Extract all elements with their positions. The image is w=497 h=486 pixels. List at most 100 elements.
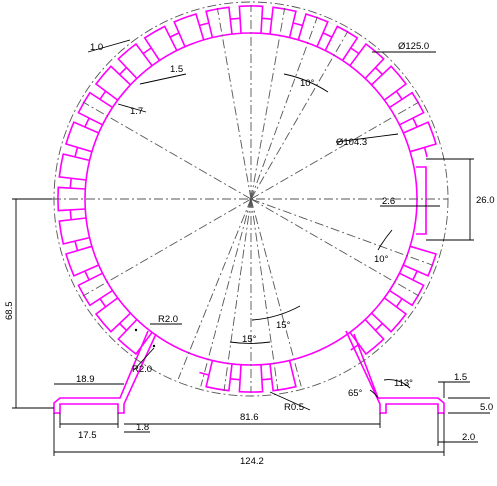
label-angle-10-top: 10° xyxy=(300,78,315,89)
fin-link xyxy=(423,147,428,158)
fin-link xyxy=(119,322,128,331)
radial-centerline xyxy=(82,101,252,200)
fin-link xyxy=(74,147,79,158)
fin-link xyxy=(261,378,272,381)
label-height-26-0: 26.0 xyxy=(476,195,495,206)
fin-link xyxy=(74,240,79,251)
radial-centerline xyxy=(250,30,349,200)
fin-link xyxy=(69,178,72,189)
fin xyxy=(77,272,113,307)
angle-10-right-arc xyxy=(377,229,393,251)
label-foot-17-5: 17.5 xyxy=(78,430,97,441)
label-span-81-6: 81.6 xyxy=(240,412,259,423)
fin xyxy=(269,6,297,38)
dim-1-7-leader xyxy=(117,103,147,113)
fin-link xyxy=(84,117,90,128)
label-angle-113: 113° xyxy=(394,378,413,389)
radial-centerlines xyxy=(82,5,434,393)
label-thickness-1-7: 1.7 xyxy=(130,106,143,117)
fin xyxy=(58,217,90,245)
fin-link xyxy=(199,22,210,27)
radial-centerline xyxy=(250,198,302,387)
angle-113-arc xyxy=(383,379,411,389)
fin-link xyxy=(374,67,383,76)
fin-link xyxy=(322,32,333,38)
label-total-124-2: 124.2 xyxy=(240,456,264,467)
fin xyxy=(370,297,408,333)
marker-dot-a xyxy=(134,328,138,332)
fin-link xyxy=(169,32,180,38)
fin xyxy=(58,153,90,181)
label-outer-diameter: Ø125.0 xyxy=(398,41,429,52)
right-foot xyxy=(345,330,445,414)
fin-link xyxy=(292,22,303,27)
label-angle-65: 65° xyxy=(348,388,363,399)
fin-link xyxy=(395,90,403,100)
fin xyxy=(324,25,359,61)
angle-15-a-arc xyxy=(229,341,271,344)
radial-centerline xyxy=(223,198,252,392)
label-gap-2-6: 2.6 xyxy=(382,196,395,207)
label-angle-15-b: 15° xyxy=(276,320,291,331)
radial-centerline xyxy=(250,198,420,297)
radial-centerline xyxy=(216,7,252,200)
radial-centerline xyxy=(250,7,286,200)
label-thickness-1-0: 1.0 xyxy=(90,42,103,53)
label-right-1-5: 1.5 xyxy=(454,372,467,383)
dim-d104-leader xyxy=(335,133,399,143)
fin-link xyxy=(69,209,72,220)
dim-r2-b-leader xyxy=(133,347,155,371)
fin xyxy=(65,121,100,153)
fin-link xyxy=(99,298,107,308)
radial-centerline xyxy=(200,198,252,387)
outer-fins xyxy=(57,5,437,393)
label-foot-18-9: 18.9 xyxy=(76,374,95,385)
label-right-5-0: 5.0 xyxy=(480,402,493,413)
left-foot xyxy=(53,330,157,414)
radial-centerline xyxy=(250,16,318,200)
label-angle-15-a: 15° xyxy=(242,334,257,345)
angle-65-arc xyxy=(369,389,379,399)
fin xyxy=(389,272,425,307)
dimension-lines xyxy=(12,39,490,456)
fin-link xyxy=(412,117,418,128)
center-lines xyxy=(52,1,449,397)
fin-link xyxy=(230,17,241,20)
marker-dot-b xyxy=(152,344,156,348)
fin xyxy=(65,245,100,277)
fin-link xyxy=(230,378,241,381)
radial-centerline xyxy=(177,198,252,380)
dim-1-0-leader xyxy=(87,39,131,53)
fin xyxy=(402,121,437,153)
dim-r05-leader xyxy=(269,391,311,411)
fin xyxy=(143,25,178,61)
fin xyxy=(94,297,132,333)
label-radius-0-5: R0.5 xyxy=(284,402,304,413)
label-inner-diameter: Ø104.3 xyxy=(336,137,367,148)
dimension-labels: Ø125.0 Ø104.3 1.0 1.5 1.7 10° 2.6 26.0 1… xyxy=(4,41,495,467)
label-foot-1-8: 1.8 xyxy=(136,422,149,433)
fin xyxy=(269,360,297,392)
label-radius-2-0-b: R2.0 xyxy=(132,364,152,375)
label-height-68-5: 68.5 xyxy=(4,302,15,321)
dim-1-5-leader xyxy=(139,73,187,85)
fin-link xyxy=(395,298,403,308)
label-thickness-1-5: 1.5 xyxy=(170,64,183,75)
fin-link xyxy=(350,47,360,55)
fin-link xyxy=(84,270,90,281)
fin-link xyxy=(412,270,418,281)
radial-centerline xyxy=(82,198,252,297)
right-opening xyxy=(416,166,427,235)
radial-centerline xyxy=(250,101,420,200)
fin xyxy=(370,65,408,101)
fin xyxy=(349,42,385,80)
fin xyxy=(77,91,113,126)
radial-centerline xyxy=(250,198,279,392)
part-geometry xyxy=(53,5,445,414)
fin-link xyxy=(350,343,360,351)
fin-link xyxy=(199,371,210,376)
fin-link xyxy=(99,90,107,100)
label-right-2-0: 2.0 xyxy=(462,432,475,443)
fin xyxy=(117,42,153,80)
